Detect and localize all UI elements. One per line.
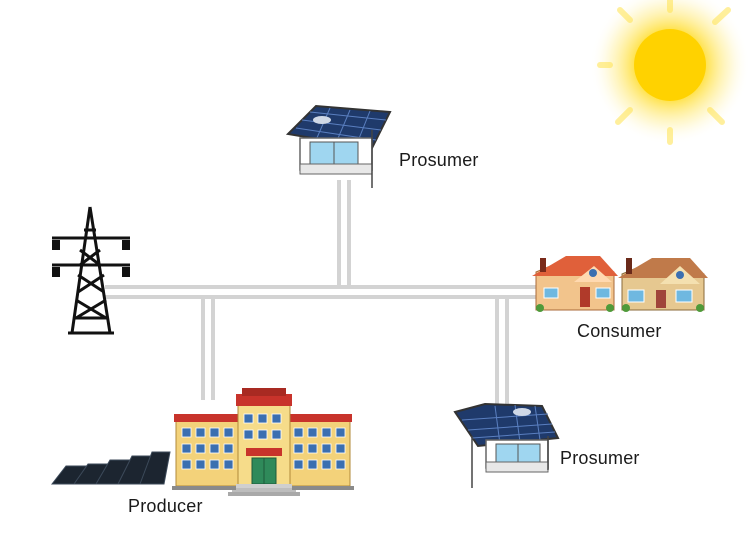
label-producer: Producer — [128, 496, 203, 516]
building-solar-farm-icon — [50, 388, 354, 496]
label-consumer: Consumer — [577, 321, 662, 341]
sun-icon — [590, 0, 750, 145]
power-lines — [105, 180, 560, 410]
label-prosumer-top: Prosumer — [399, 150, 479, 170]
solar-roof-house-bottom — [453, 402, 560, 488]
solar-roof-house-top — [285, 104, 392, 188]
transmission-tower-icon — [52, 206, 130, 335]
houses-icon — [532, 256, 708, 312]
label-prosumer-bottom: Prosumer — [560, 448, 640, 468]
